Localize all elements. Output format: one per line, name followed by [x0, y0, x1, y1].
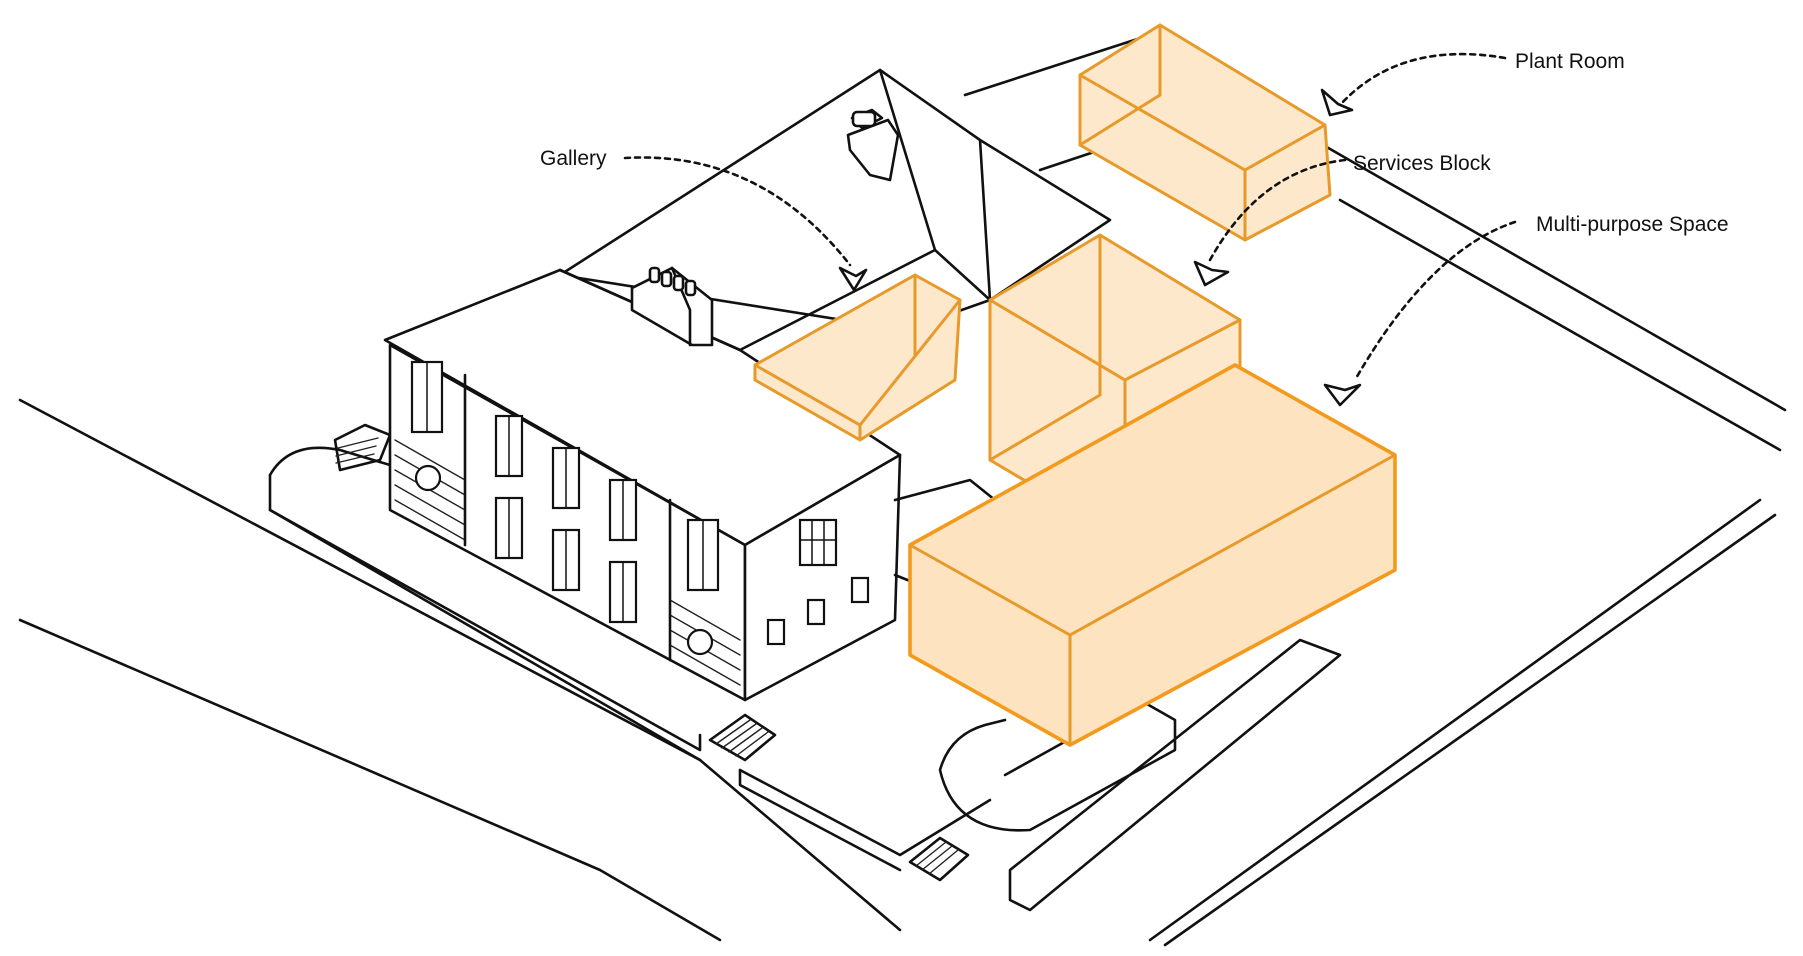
- services-block-leader: [1193, 158, 1347, 287]
- multi-purpose-space-label: Multi-purpose Space: [1536, 213, 1729, 236]
- main-house-side-facade: [743, 453, 902, 702]
- rear-chimney: [846, 108, 900, 182]
- gallery-label: Gallery: [540, 147, 607, 170]
- plant-room-volume: [1078, 23, 1332, 242]
- entrance-steps-lower: [908, 836, 970, 882]
- front-facade-windows: [410, 360, 720, 624]
- pavement: [268, 446, 1342, 912]
- gallery-leader: [623, 156, 868, 292]
- entrance-steps-left: [333, 423, 392, 472]
- front-chimney: [630, 266, 714, 347]
- plant-room-leader: [1320, 52, 1507, 117]
- gallery-volume: [753, 273, 962, 442]
- plant-room-label: Plant Room: [1515, 50, 1625, 73]
- multi-purpose-space-leader: [1323, 220, 1517, 407]
- services-block-label: Services Block: [1353, 152, 1491, 175]
- entrance-steps-front: [708, 713, 777, 762]
- multi-purpose-space-volume: [908, 363, 1397, 747]
